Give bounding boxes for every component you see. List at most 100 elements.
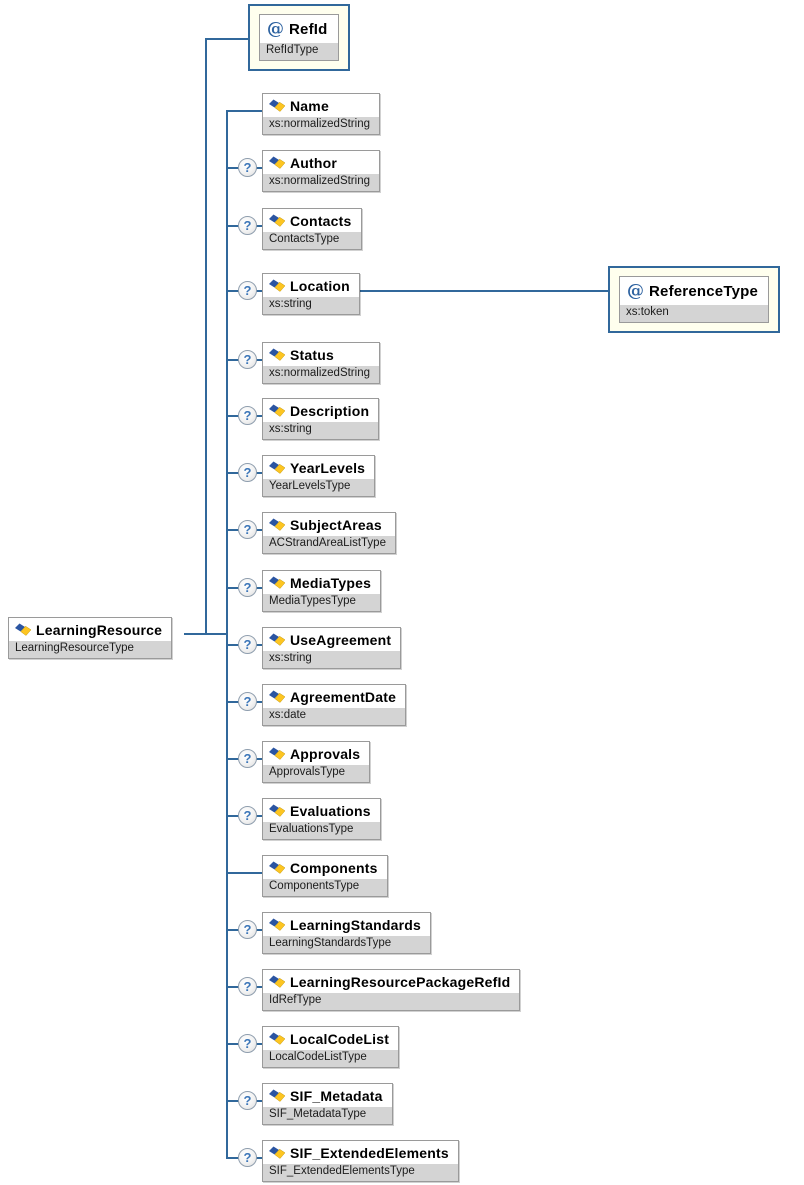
element-name-row: MediaTypes [263,571,381,594]
question-mark: ? [243,465,252,480]
element-type: EvaluationsType [263,822,380,839]
element-name: Author [290,154,338,171]
element-node-author[interactable]: ? Author xs:normalizedString [238,150,380,192]
element-icon [269,404,285,417]
element-node-description[interactable]: ? Description xs:string [238,398,380,440]
element-icon [269,975,285,988]
question-mark: ? [243,1036,252,1051]
element-node-components[interactable]: Components ComponentsType [262,855,388,897]
element-name: Description [290,402,370,419]
element-type: ACStrandAreaListType [263,536,395,553]
element-node-mediatypes[interactable]: ? MediaTypes MediaTypesType [238,570,382,612]
optional-indicator-icon: ? [238,406,257,425]
element-node-status[interactable]: ? Status xs:normalizedString [238,342,380,384]
element-name-row: Evaluations [263,799,380,822]
element-name-row: Contacts [263,209,361,232]
element-name: Approvals [290,745,361,762]
element-name-row: Description [263,399,379,422]
optional-indicator-icon: ? [238,920,257,939]
element-node-localcodelist[interactable]: ? LocalCodeList LocalCodeListType [238,1026,400,1068]
element-node-useagreement[interactable]: ? UseAgreement xs:string [238,627,402,669]
question-mark: ? [243,637,252,652]
element-node-learningresource[interactable]: LearningResource LearningResourceType [8,617,173,659]
optional-indicator-icon: ? [238,158,257,177]
optional-indicator-icon: ? [238,1148,257,1167]
element-name-row: Approvals [263,742,370,765]
question-mark: ? [243,408,252,423]
question-mark: ? [243,352,252,367]
element-type: xs:string [263,297,359,314]
element-icon [269,156,285,169]
question-mark: ? [243,808,252,823]
element-name-row: YearLevels [263,456,375,479]
element-type: xs:normalizedString [263,117,379,134]
optional-indicator-icon: ? [238,216,257,235]
element-node-name[interactable]: Name xs:normalizedString [262,93,380,135]
element-node-learningresourcepackagerefid[interactable]: ? LearningResourcePackageRefId IdRefType [238,969,521,1011]
element-name: SubjectAreas [290,516,382,533]
element-name: AgreementDate [290,688,397,705]
element-icon [269,99,285,112]
element-node-evaluations[interactable]: ? Evaluations EvaluationsType [238,798,381,840]
question-mark: ? [243,522,252,537]
element-node-learningstandards[interactable]: ? LearningStandards LearningStandardsTyp… [238,912,431,954]
attribute-type: xs:token [620,305,769,322]
element-name: UseAgreement [290,631,392,648]
attribute-box-referencetype[interactable]: @ ReferenceType xs:token [608,266,781,333]
element-icon [269,518,285,531]
optional-indicator-icon: ? [238,692,257,711]
connector-line [226,872,262,874]
element-type: ApprovalsType [263,765,370,782]
element-icon [269,1032,285,1045]
attribute-box-refid[interactable]: @ RefId RefIdType [248,4,350,71]
attribute-at-icon: @ [627,280,644,301]
element-node-yearlevels[interactable]: ? YearLevels YearLevelsType [238,455,376,497]
question-mark: ? [243,160,252,175]
element-type: YearLevelsType [263,479,375,496]
optional-indicator-icon: ? [238,806,257,825]
element-node-location[interactable]: ? Location xs:string [238,273,360,315]
element-node-sif_metadata[interactable]: ? SIF_Metadata SIF_MetadataType [238,1083,393,1125]
optional-indicator-icon: ? [238,350,257,369]
element-icon [15,623,31,636]
element-name: LocalCodeList [290,1030,390,1047]
element-name-row: Location [263,274,359,297]
optional-indicator-icon: ? [238,635,257,654]
element-name-row: Status [263,343,379,366]
optional-indicator-icon: ? [238,578,257,597]
connector-line [205,38,207,635]
element-node-approvals[interactable]: ? Approvals ApprovalsType [238,741,371,783]
element-name-row: Author [263,151,379,174]
element-icon [269,918,285,931]
element-name: YearLevels [290,459,366,476]
element-name: Status [290,346,334,363]
element-name: Name [290,97,329,114]
element-name-row: Name [263,94,379,117]
element-node-subjectareas[interactable]: ? SubjectAreas ACStrandAreaListType [238,512,396,554]
element-type: IdRefType [263,993,520,1010]
question-mark: ? [243,751,252,766]
element-node-contacts[interactable]: ? Contacts ContactsType [238,208,362,250]
element-name-row: UseAgreement [263,628,401,651]
element-icon [269,690,285,703]
element-name: Components [290,859,378,876]
element-icon [269,633,285,646]
element-name-row: AgreementDate [263,685,406,708]
attribute-at-icon: @ [267,18,284,39]
question-mark: ? [243,979,252,994]
element-name: SIF_Metadata [290,1087,383,1104]
element-name-row: SubjectAreas [263,513,395,536]
question-mark: ? [243,694,252,709]
element-icon [269,348,285,361]
question-mark: ? [243,283,252,298]
question-mark: ? [243,1093,252,1108]
element-node-sif_extendedelements[interactable]: ? SIF_ExtendedElements SIF_ExtendedEleme… [238,1140,459,1182]
element-node-agreementdate[interactable]: ? AgreementDate xs:date [238,684,407,726]
element-name-row: Components [263,856,387,879]
element-icon [269,214,285,227]
attribute-node: @ RefId RefIdType [259,14,339,61]
element-icon [269,804,285,817]
element-type: LearningResourceType [9,641,172,658]
attribute-node: @ ReferenceType xs:token [619,276,770,323]
